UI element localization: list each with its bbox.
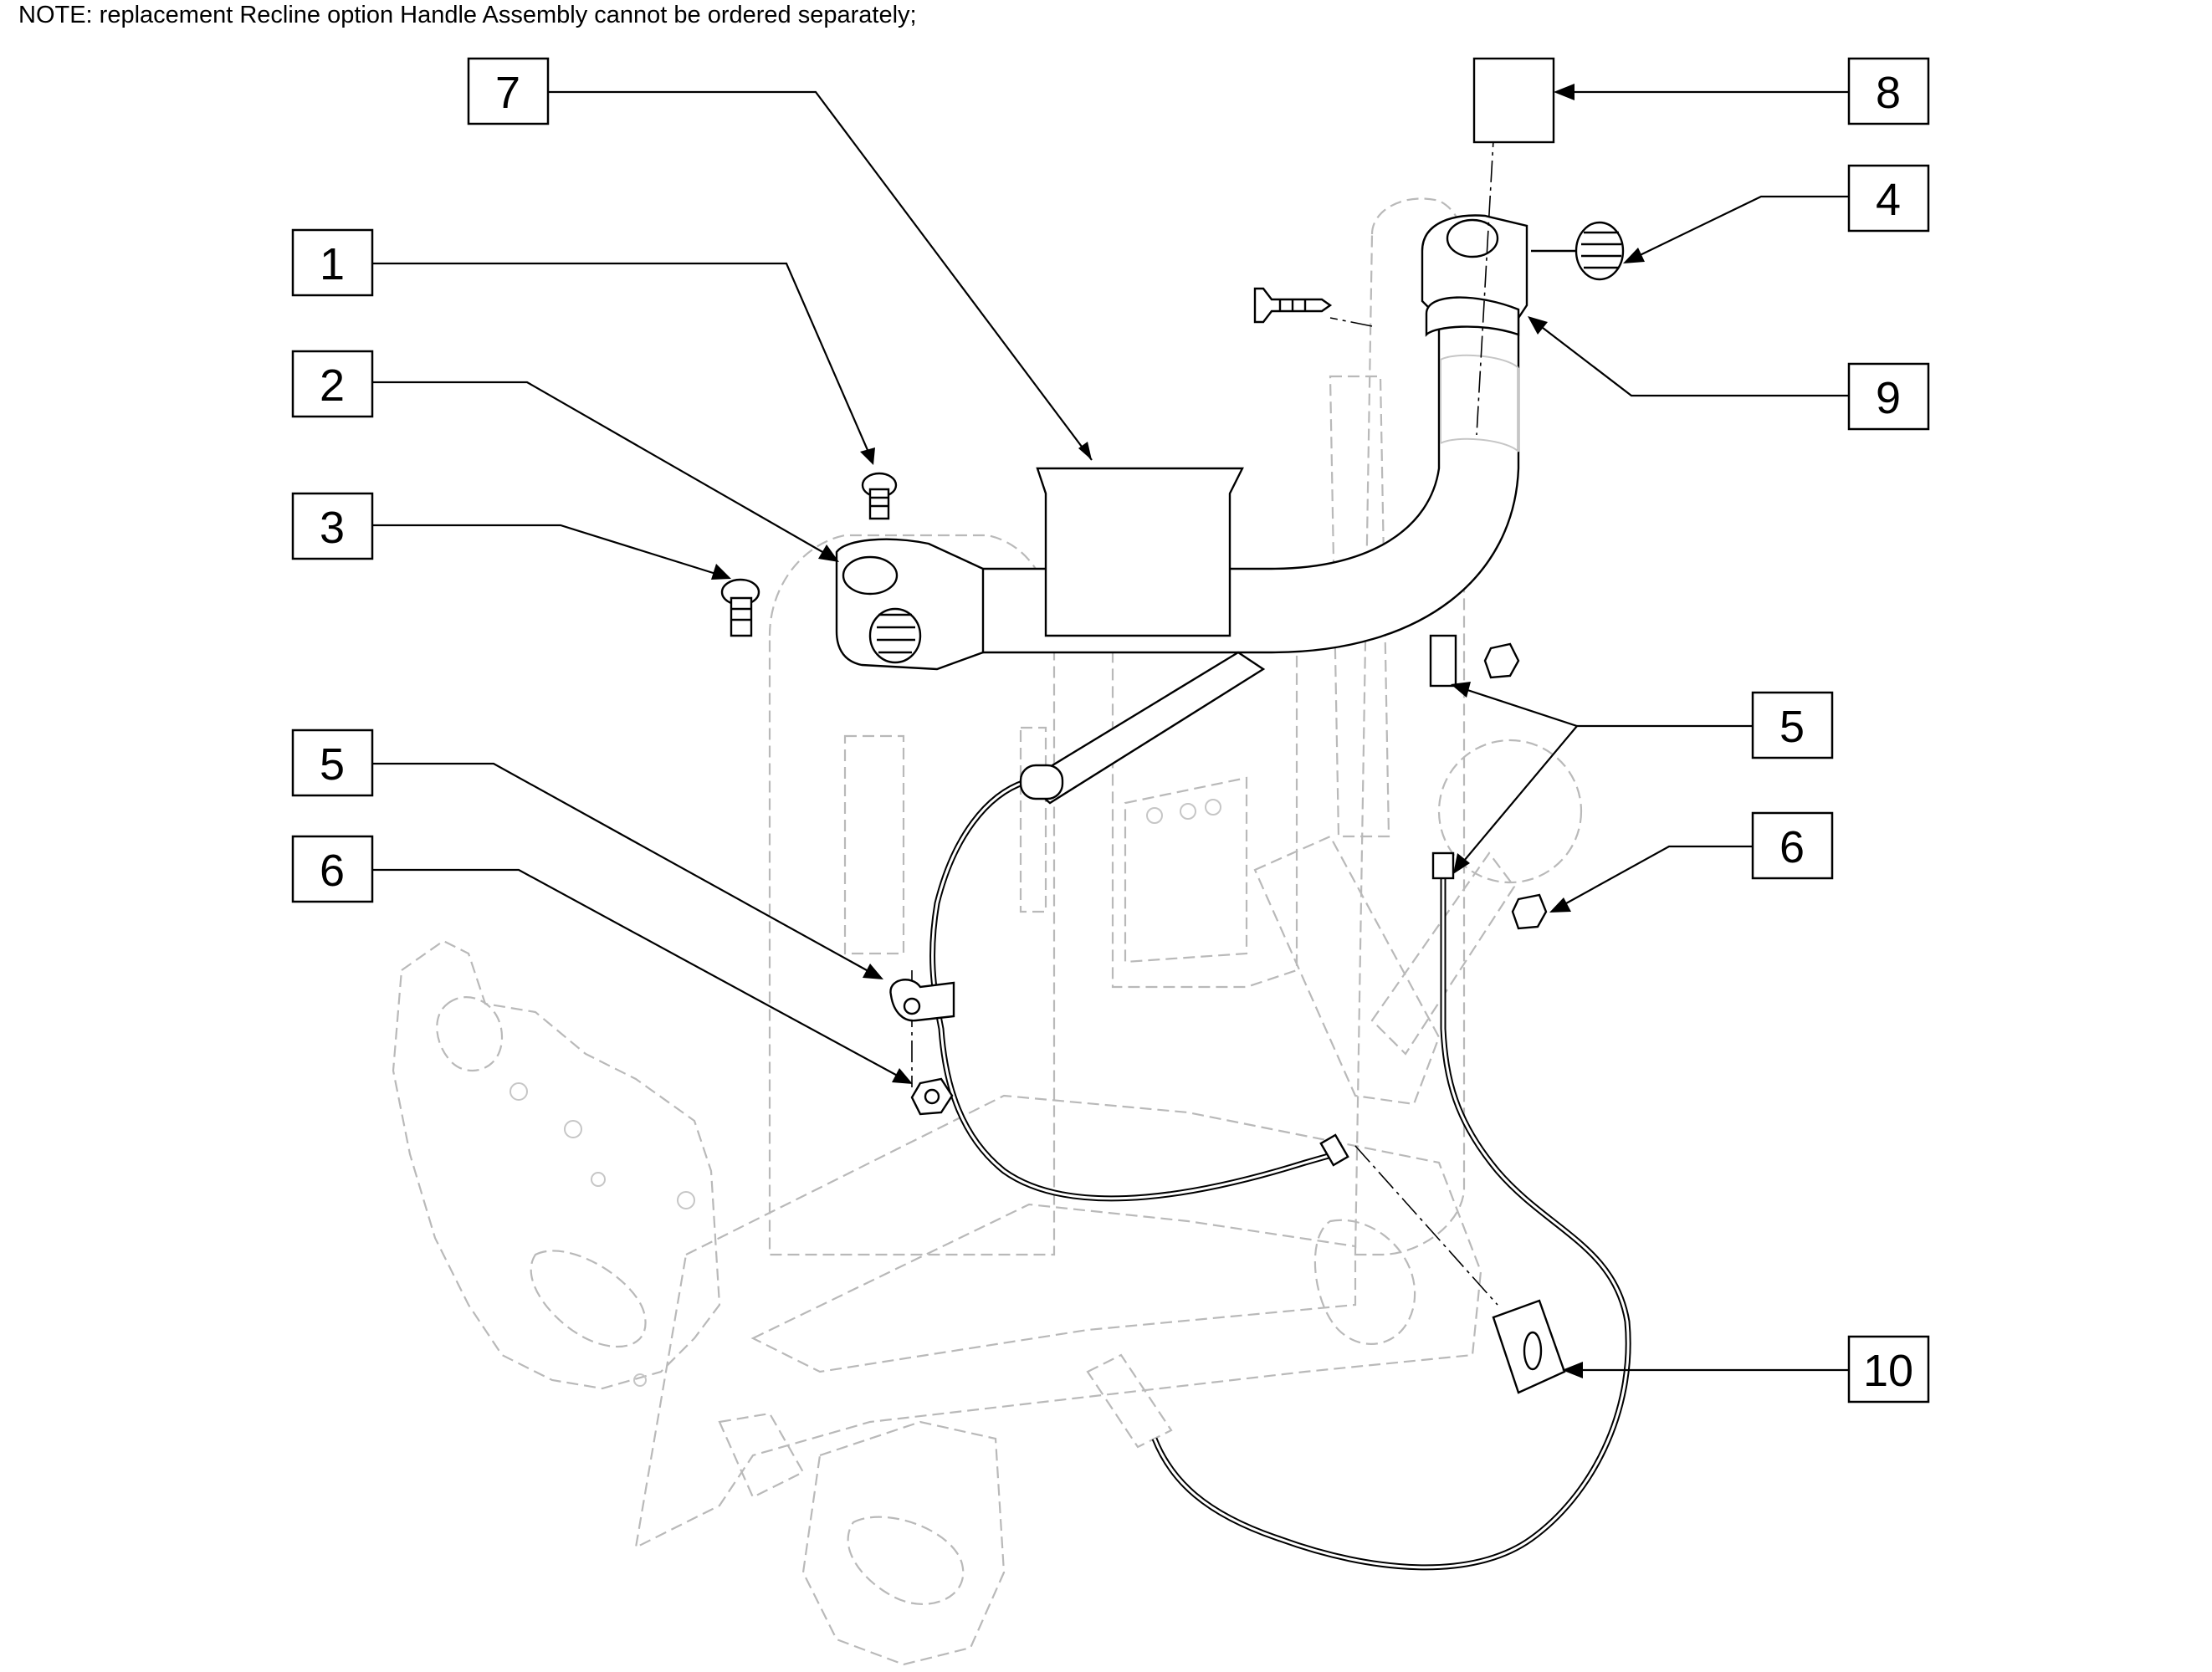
callout-5-left: 5 [291, 729, 374, 797]
diagram-note: NOTE: replacement Recline option Handle … [18, 2, 917, 28]
screw-part-1 [861, 472, 898, 520]
leader-lines [372, 84, 1849, 1378]
clamp-part-left [889, 979, 955, 1022]
nut-part-right-upper [1483, 642, 1520, 679]
callout-10: 10 [1847, 1335, 1930, 1404]
callout-9-label: 9 [1876, 373, 1901, 423]
callout-5-right: 5 [1751, 691, 1834, 759]
nut-part-right-lower [1511, 893, 1548, 930]
callout-2: 2 [291, 350, 374, 418]
callout-4: 4 [1847, 164, 1930, 233]
callout-3: 3 [291, 492, 374, 560]
seat-frame-ghost [392, 197, 1583, 1666]
callout-1-label: 1 [320, 239, 345, 289]
callout-6-right-label: 6 [1779, 822, 1805, 872]
ferrule-part [1319, 1133, 1349, 1167]
knob-part-4 [1531, 221, 1625, 281]
bolt-part [1253, 287, 1333, 324]
callout-7-label: 7 [495, 68, 520, 118]
callout-6-right: 6 [1751, 811, 1834, 880]
screw-part-3 [720, 578, 760, 637]
callout-1: 1 [291, 228, 374, 297]
callout-9: 9 [1847, 362, 1930, 431]
release-cable [929, 779, 1631, 1571]
callout-6-left-label: 6 [320, 846, 345, 896]
hardware-parts [720, 57, 1625, 1394]
callout-2-label: 2 [320, 360, 345, 411]
callout-4-label: 4 [1876, 175, 1901, 225]
callout-3-label: 3 [320, 503, 345, 553]
recline-handle-assembly [835, 125, 1528, 1306]
callout-8: 8 [1847, 57, 1930, 125]
callout-5-right-label: 5 [1779, 702, 1805, 752]
label-part-8 [1472, 57, 1555, 144]
callout-5-left-label: 5 [320, 739, 345, 790]
callout-10-label: 10 [1863, 1346, 1913, 1396]
callout-6-left: 6 [291, 835, 374, 903]
callout-8-label: 8 [1876, 68, 1901, 118]
callout-7: 7 [467, 57, 550, 125]
clip-part-10 [1492, 1299, 1566, 1394]
